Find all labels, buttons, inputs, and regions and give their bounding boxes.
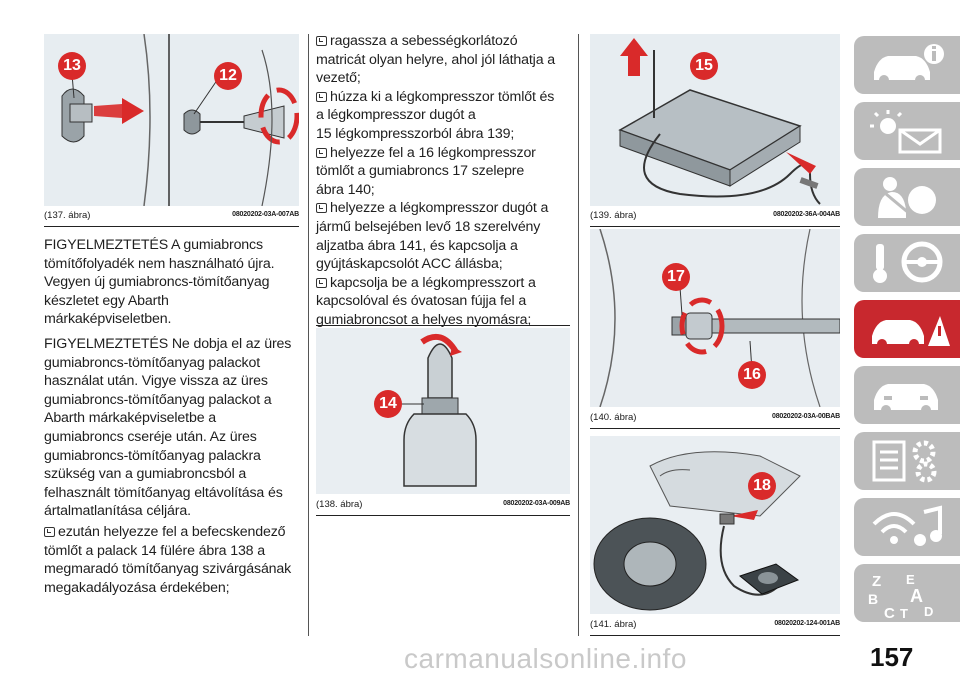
index-icon: Z E B A C T D (868, 572, 933, 620)
checkbox-bullet-icon (316, 36, 327, 46)
step-bullet: húzza ki a légkompresszor tömlőt és a lé… (316, 88, 555, 142)
figure-number: (140. ábra) (590, 412, 637, 423)
warning-paragraph-1: FIGYELMEZTETÉS A gumiabroncs tömítőfolya… (44, 237, 275, 328)
callout-14: 14 (374, 390, 402, 418)
callout-15: 15 (690, 52, 718, 80)
tab-technical-data[interactable] (854, 432, 960, 490)
rule (590, 226, 840, 227)
index-letter: E (906, 572, 915, 587)
checkbox-bullet-icon (316, 147, 327, 158)
index-letter: D (924, 604, 933, 619)
index-letter: T (900, 606, 908, 620)
figure-139: 15 (590, 34, 840, 206)
safety-airbag-icon (878, 177, 936, 218)
rule (44, 226, 299, 227)
rule (590, 428, 840, 429)
tab-car-info[interactable] (854, 36, 960, 94)
tab-warning-lights[interactable] (854, 102, 960, 160)
figure-number: (139. ábra) (590, 210, 637, 221)
checkbox-bullet-icon (316, 203, 327, 214)
figure-code: 08020202-03A-009AB (503, 500, 570, 507)
figure-code: 08020202-124-001AB (774, 620, 840, 627)
multimedia-icon (872, 505, 942, 546)
technical-data-icon (872, 440, 937, 483)
step-bullet: helyezze fel a 16 légkompresszor tömlőt … (316, 144, 536, 198)
figure-number: (137. ábra) (44, 210, 91, 221)
callout-16: 16 (738, 361, 766, 389)
car-maintenance-icon (874, 384, 938, 415)
checkbox-bullet-icon (316, 91, 327, 102)
callout-13: 13 (58, 52, 86, 80)
step-bullet: kapcsolja be a légkompresszort a kapcsol… (316, 274, 536, 328)
figure-141: 18 (590, 436, 840, 614)
column-divider (308, 34, 309, 636)
callout-17: 17 (662, 263, 690, 291)
tab-multimedia[interactable] (854, 498, 960, 556)
step-bullet: ezután helyezze fel a befecskendező töml… (44, 523, 292, 596)
tab-index[interactable]: Z E B A C T D (854, 564, 960, 622)
figure-137-caption: (137. ábra) 08020202-03A-007AB (44, 210, 299, 224)
rule (316, 325, 570, 326)
warning-paragraph-2: FIGYELMEZTETÉS Ne dobja el az üres gumia… (44, 335, 292, 520)
column-2-text: ragassza a sebességkorlátozó matricát ol… (316, 32, 578, 330)
step-bullet: ragassza a sebességkorlátozó matricát ol… (316, 33, 555, 87)
figure-140: 17 16 (590, 229, 840, 407)
figure-141-caption: (141. ábra) 08020202-124-001AB (590, 619, 840, 633)
index-letter: A (910, 586, 923, 606)
emergency-icon (872, 316, 950, 349)
warning-lights-icon (870, 110, 942, 154)
figure-code: 08020202-03A-007AB (232, 211, 299, 218)
figure-140-caption: (140. ábra) 08020202-03A-00BAB (590, 412, 840, 426)
tab-safety[interactable] (854, 168, 960, 226)
figure-138-caption: (138. ábra) 08020202-03A-009AB (316, 499, 570, 513)
rule (590, 635, 840, 636)
figure-139-caption: (139. ábra) 08020202-36A-004AB (590, 210, 840, 224)
tab-servicing[interactable] (854, 366, 960, 424)
figure-number: (138. ábra) (316, 499, 363, 510)
column-1-text: FIGYELMEZTETÉS A gumiabroncs tömítőfolya… (44, 236, 306, 597)
tab-starting-driving[interactable] (854, 234, 960, 292)
tab-in-an-emergency[interactable] (854, 300, 960, 358)
rule (316, 515, 570, 516)
callout-18: 18 (748, 472, 776, 500)
figure-138: 14 (316, 328, 570, 494)
checkbox-bullet-icon (316, 277, 327, 288)
index-letter: C (884, 605, 895, 620)
car-info-icon (874, 44, 944, 85)
step-bullet: helyezze a légkompresszor dugót a jármű … (316, 200, 549, 273)
index-letter: B (868, 591, 878, 607)
figure-code: 08020202-36A-004AB (773, 211, 840, 218)
index-letter: Z (872, 573, 881, 590)
figure-number: (141. ábra) (590, 619, 637, 630)
figure-code: 08020202-03A-00BAB (772, 413, 840, 420)
page-number: 157 (870, 642, 914, 672)
watermark: carmanualsonline.info (404, 643, 687, 674)
callout-12: 12 (214, 62, 242, 90)
checkbox-bullet-icon (44, 526, 55, 537)
column-divider (578, 34, 579, 636)
key-steering-icon (873, 241, 943, 283)
figure-137: 13 12 (44, 34, 299, 206)
